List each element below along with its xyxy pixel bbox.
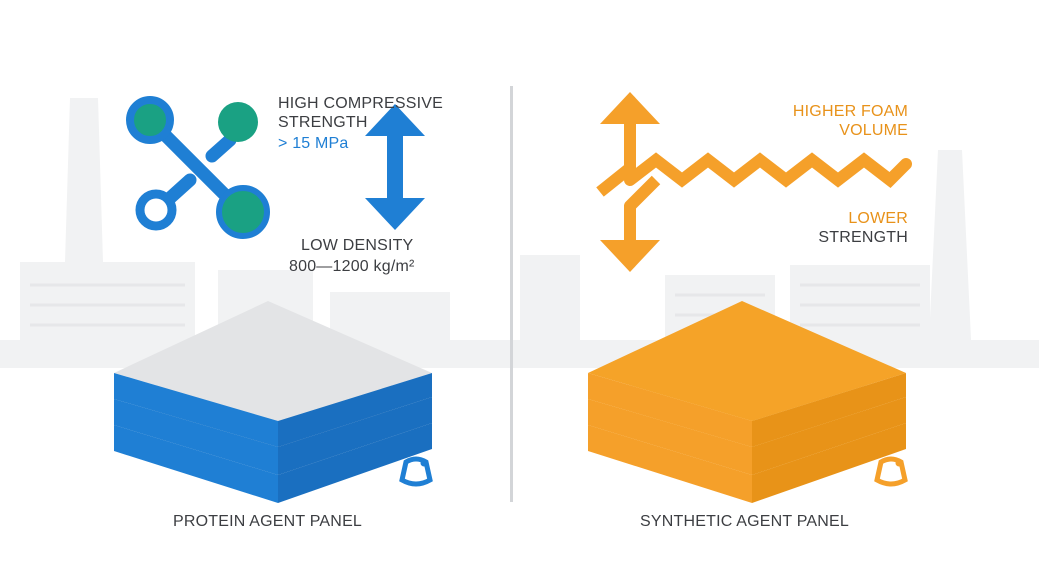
layered-panel-icon xyxy=(114,301,432,503)
density-value: 800—1200 kg/m² xyxy=(289,258,415,275)
density-label: LOW DENSITY xyxy=(301,237,414,254)
protein-panel-title: PROTEIN AGENT PANEL xyxy=(173,513,363,530)
zigzag-arrow-icon xyxy=(596,92,912,272)
strength-value: > 15 MPa xyxy=(278,135,349,152)
layered-panel-icon xyxy=(588,301,906,503)
badge-icon xyxy=(399,456,433,487)
lower-strength-label: LOWER STRENGTH xyxy=(818,210,908,246)
double-arrow-icon xyxy=(365,104,425,230)
panel-divider xyxy=(510,86,513,502)
strength-label: HIGH COMPRESSIVE STRENGTH xyxy=(278,95,444,131)
molecule-icon xyxy=(126,96,270,239)
foam-label: HIGHER FOAM VOLUME xyxy=(792,103,908,139)
synthetic-panel-title: SYNTHETIC AGENT PANEL xyxy=(640,513,849,530)
badge-icon xyxy=(874,456,908,487)
